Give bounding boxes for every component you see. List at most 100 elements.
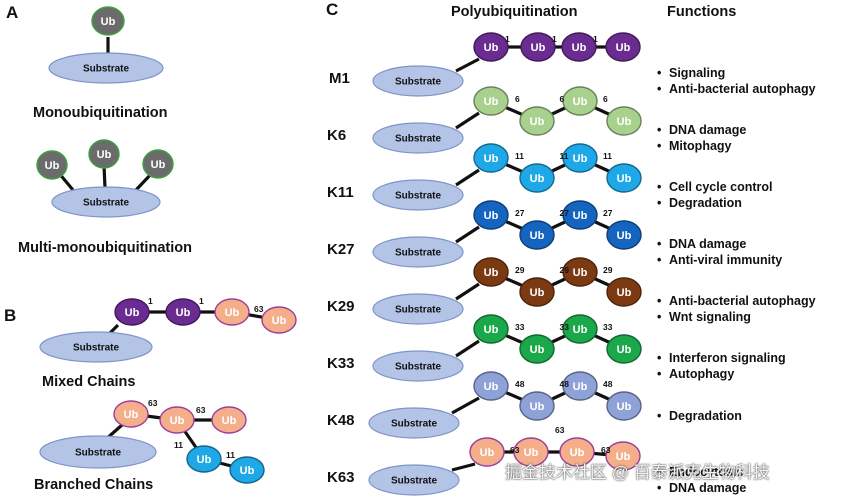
- linkage-number: 1: [148, 296, 153, 306]
- function-text: Signaling: [669, 66, 726, 80]
- ubiquitin-k63: [605, 441, 641, 471]
- chain-bond: [455, 111, 480, 130]
- function-text: Anti-bacterial autophagy: [669, 294, 816, 308]
- ubiquitin-k48: [562, 371, 598, 401]
- linkage-number: 6: [515, 94, 520, 104]
- ubiquitin-k63: [469, 437, 505, 467]
- ubiquitin-label: Ub: [484, 324, 499, 336]
- ubiquitin-label: Ub: [101, 16, 116, 28]
- ubiquitin-label: Ub: [45, 160, 60, 172]
- ubiquitin-label: Ub: [531, 42, 546, 54]
- substrate-k48: [368, 407, 460, 439]
- substrate-label: Substrate: [73, 343, 120, 354]
- ubiquitin-k33: [606, 334, 642, 364]
- bullet-icon: •: [657, 465, 662, 479]
- ubiquitin-label: Ub: [573, 324, 588, 336]
- function-k29-2: •Wnt signaling: [657, 309, 751, 325]
- ubiquitin-label: Ub: [617, 401, 632, 413]
- linkage-number: 63: [555, 425, 565, 435]
- bullet-icon: •: [657, 409, 662, 423]
- substrate-label: Substrate: [83, 198, 130, 209]
- row-label-k63: K63: [327, 469, 355, 486]
- substrate-label: Substrate: [395, 77, 442, 88]
- bullet-icon: •: [657, 66, 662, 80]
- function-text: Degradation: [669, 196, 742, 210]
- ubiquitin-branched: [186, 445, 222, 473]
- linkage-number: 11: [515, 151, 524, 161]
- function-k6-2: •Mitophagy: [657, 138, 732, 154]
- ubiquitin-label: Ub: [197, 454, 212, 466]
- function-text: DNA damage: [669, 237, 747, 251]
- linkage-number: 33: [560, 322, 570, 332]
- linkage-number: 11: [226, 450, 235, 460]
- linkage-number: 11: [174, 440, 183, 450]
- ubiquitin-multi: [36, 150, 68, 180]
- ubiquitin-label: Ub: [272, 315, 287, 327]
- ubiquitin-label: Ub: [124, 409, 139, 421]
- ubiquitin-label: Ub: [530, 401, 545, 413]
- bullet-icon: •: [657, 294, 662, 308]
- linkage-number: 1: [199, 296, 204, 306]
- function-text: Anti-viral immunity: [669, 253, 783, 267]
- ubiquitin-label: Ub: [151, 159, 166, 171]
- substrate-mixed: [39, 331, 153, 363]
- ubiquitin-label: Ub: [240, 465, 255, 477]
- bullet-icon: •: [657, 310, 662, 324]
- ubiquitin-k11: [473, 143, 509, 173]
- heading-polyubiquitination: Polyubiquitination: [451, 4, 578, 20]
- linkage-number: 63: [148, 398, 158, 408]
- ubiquitin-label: Ub: [484, 96, 499, 108]
- linkage-number: 33: [515, 322, 525, 332]
- ubiquitin-label: Ub: [573, 267, 588, 279]
- ubiquitin-k6: [606, 106, 642, 136]
- ubiquitin-k6: [519, 106, 555, 136]
- panel-label-c: C: [326, 0, 339, 19]
- ubiquitin-label: Ub: [573, 96, 588, 108]
- substrate-k11: [372, 179, 464, 211]
- substrate-label: Substrate: [395, 191, 442, 202]
- ubiquitin-k48: [519, 391, 555, 421]
- ubiquitin-label: Ub: [530, 230, 545, 242]
- caption-mixed-chains: Mixed Chains: [42, 374, 136, 390]
- ubiquitin-k27: [519, 220, 555, 250]
- chain-bond: [451, 396, 480, 415]
- chain-bond: [455, 339, 480, 358]
- ubiquitin-label: Ub: [530, 287, 545, 299]
- function-text: DNA damage: [669, 123, 747, 137]
- linkage-number: 63: [510, 445, 520, 455]
- ubiquitin-k48: [473, 371, 509, 401]
- ubiquitin-label: Ub: [225, 307, 240, 319]
- function-k48-1: •Degradation: [657, 408, 742, 424]
- function-k33-1: •Interferon signaling: [657, 350, 786, 366]
- substrate-m1: [372, 65, 464, 97]
- ubiquitin-label: Ub: [530, 116, 545, 128]
- ubiquitin-label: Ub: [616, 451, 631, 463]
- ubiquitin-mono: [91, 6, 125, 36]
- substrate-label: Substrate: [391, 476, 438, 487]
- ubiquitin-branched: [229, 456, 265, 484]
- linkage-number: 6: [560, 94, 565, 104]
- function-text: Cell cycle control: [669, 180, 773, 194]
- linkage-number: 1: [505, 34, 510, 44]
- linkage-number: 33: [603, 322, 613, 332]
- ubiquitin-k6: [473, 86, 509, 116]
- linkage-number: 48: [560, 379, 570, 389]
- chain-bond: [455, 225, 480, 244]
- ubiquitin-label: Ub: [617, 116, 632, 128]
- ubiquitin-label: Ub: [530, 173, 545, 185]
- substrate-label: Substrate: [395, 248, 442, 259]
- bullet-icon: •: [657, 253, 662, 267]
- ubiquitin-branched: [211, 406, 247, 434]
- ubiquitin-label: Ub: [616, 42, 631, 54]
- ubiquitin-label: Ub: [484, 42, 499, 54]
- substrate-k6: [372, 122, 464, 154]
- linkage-number: 63: [196, 405, 206, 415]
- multi-bond: [102, 164, 107, 189]
- linkage-number: 63: [601, 445, 611, 455]
- ubiquitin-multi: [88, 139, 120, 169]
- ubiquitin-label: Ub: [480, 447, 495, 459]
- ubiquitin-k27: [473, 200, 509, 230]
- function-m1-1: • Signaling: [657, 65, 725, 81]
